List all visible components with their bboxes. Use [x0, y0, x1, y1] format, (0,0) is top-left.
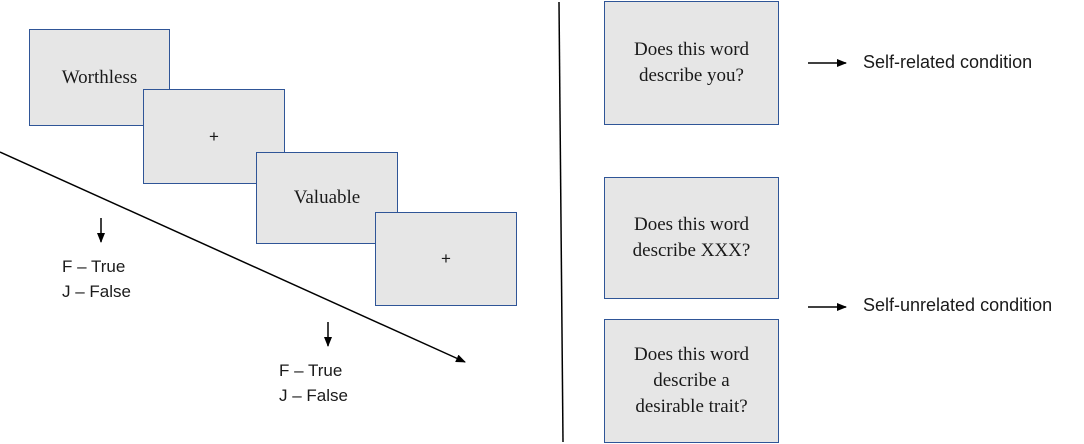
fixation-card-2: +	[375, 212, 517, 306]
response-keys-1: F – True J – False	[62, 254, 131, 304]
question-card-semantic: Does this word describe a desirable trai…	[604, 319, 779, 443]
question-card-other: Does this word describe XXX?	[604, 177, 779, 299]
self-unrelated-condition-label: Self-unrelated condition	[863, 295, 1053, 315]
stimulus-word-1: Worthless	[61, 66, 138, 88]
key-true-label: F – True	[279, 361, 343, 380]
stimulus-word-2: Valuable	[293, 187, 361, 208]
question-self: Does this word describe you?	[633, 39, 750, 86]
response-keys-2: F – True J – False	[279, 358, 348, 408]
fixation-cross-2: +	[441, 249, 451, 268]
key-true-label: F – True	[62, 257, 126, 276]
question-semantic: Does this word describe a desirable trai…	[633, 344, 750, 417]
panel-divider	[558, 1, 564, 443]
timeline-arrow	[0, 151, 466, 363]
key-false-label: J – False	[62, 282, 131, 301]
key-false-label: J – False	[279, 386, 348, 405]
stimulus-card-word-2: Valuable	[256, 152, 398, 244]
question-card-self: Does this word describe you?	[604, 1, 779, 125]
self-related-condition-label: Self-related condition	[863, 52, 1033, 72]
question-other: Does this word describe XXX?	[632, 214, 751, 261]
fixation-cross-1: +	[209, 126, 219, 146]
